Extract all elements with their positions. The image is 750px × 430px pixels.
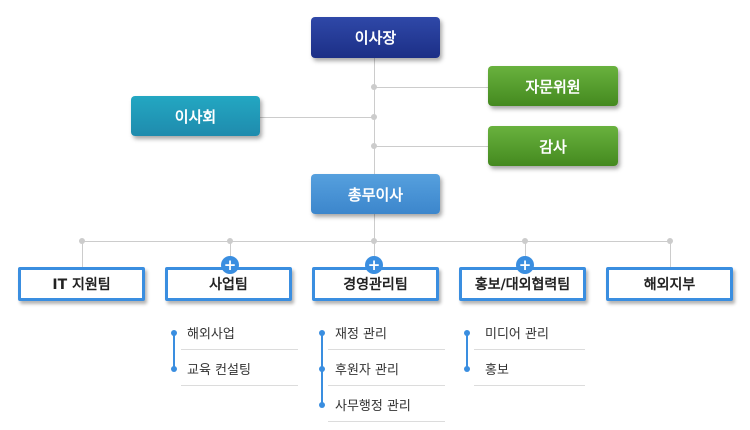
sub-dot [464,366,470,372]
connector-line [525,241,526,257]
divider [328,349,445,350]
sub-item[interactable]: 미디어 관리 [485,327,549,342]
plus-icon[interactable]: + [516,256,534,274]
plus-icon[interactable]: + [365,256,383,274]
sub-dot [464,330,470,336]
team-it-support[interactable]: IT 지원팀 [18,267,145,301]
plus-icon[interactable]: + [221,256,239,274]
chairman-label: 이사장 [354,29,397,47]
connector-dot [371,84,377,90]
board-label: 이사회 [174,107,217,126]
connector-line [374,241,375,257]
team-management[interactable]: 경영관리팀 [312,267,439,301]
sub-item[interactable]: 해외사업 [187,327,235,342]
connector-line [374,87,488,88]
connector-line [670,241,671,267]
sub-connector [466,332,468,368]
divider [181,385,298,386]
team-label: 경영관리팀 [343,277,408,293]
board-node[interactable]: 이사회 [131,96,260,136]
sub-item[interactable]: 사무행정 관리 [335,399,411,414]
sub-item[interactable]: 홍보 [485,363,509,378]
team-label: 사업팀 [209,277,248,293]
team-label: 해외지부 [643,277,696,293]
sub-dot [171,330,177,336]
connector-line [374,214,375,241]
connector-dot [371,114,377,120]
divider [474,385,585,386]
divider [328,421,445,422]
sub-dot [319,330,325,336]
sub-connector [173,332,175,368]
divider [181,349,298,350]
chairman-node[interactable]: 이사장 [311,17,440,58]
advisor-label: 자문위원 [525,77,581,96]
connector-line [82,241,83,267]
sub-item[interactable]: 교육 컨설팅 [187,363,251,378]
team-label: IT 지원팀 [52,277,111,293]
team-overseas[interactable]: 해외지부 [606,267,733,301]
divider [328,385,445,386]
auditor-node[interactable]: 감사 [488,126,618,166]
director-node[interactable]: 총무이사 [311,174,440,214]
connector-dot [371,143,377,149]
sub-item[interactable]: 후원자 관리 [335,363,399,378]
sub-item[interactable]: 재정 관리 [335,327,387,342]
sub-dot [319,402,325,408]
divider [474,349,585,350]
connector-line [230,241,231,257]
director-label: 총무이사 [347,185,404,204]
team-label: 홍보/대외협력팀 [474,277,571,293]
sub-dot [171,366,177,372]
connector-line [374,146,488,147]
auditor-label: 감사 [539,137,567,156]
connector-line [260,117,374,118]
sub-dot [319,366,325,372]
advisor-node[interactable]: 자문위원 [488,66,618,106]
